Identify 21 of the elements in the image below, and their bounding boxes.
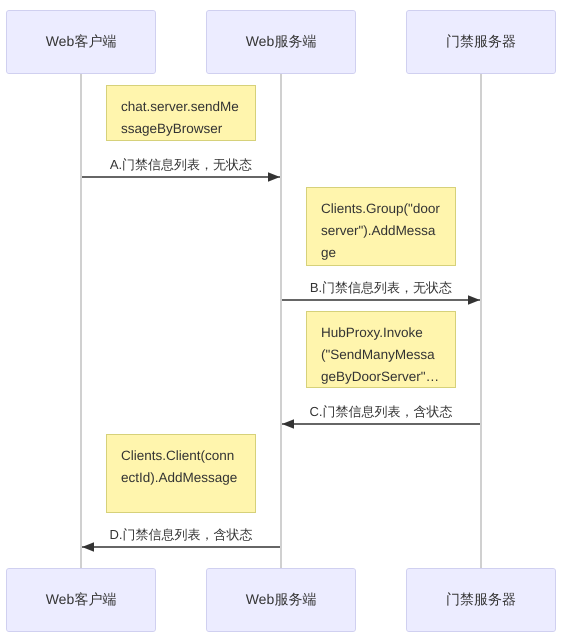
participant-box: Web服务端 xyxy=(206,568,356,632)
message-arrow xyxy=(282,419,480,429)
lifeline xyxy=(480,74,482,568)
note-box: chat.server.sendMessageByBrowser xyxy=(106,85,256,141)
note-box: Clients.Group("doorserver").AddMessage xyxy=(306,187,456,266)
lifeline xyxy=(280,74,282,568)
note-box: Clients.Client(connectId).AddMessage xyxy=(106,434,256,513)
lifeline xyxy=(80,74,82,568)
edge-label: D.门禁信息列表，含状态 xyxy=(110,527,252,543)
participant-box: Web客户端 xyxy=(6,10,156,74)
message-arrow xyxy=(82,172,280,182)
message-arrow xyxy=(82,542,280,552)
edge-label: B.门禁信息列表，无状态 xyxy=(310,280,452,296)
note-box: HubProxy.Invoke("SendManyMessageByDoorServer"… xyxy=(306,311,456,388)
edge-label: C.门禁信息列表，含状态 xyxy=(310,404,452,420)
participant-box: 门禁服务器 xyxy=(406,568,556,632)
participant-box: 门禁服务器 xyxy=(406,10,556,74)
participant-box: Web服务端 xyxy=(206,10,356,74)
participant-box: Web客户端 xyxy=(6,568,156,632)
edge-label: A.门禁信息列表，无状态 xyxy=(110,157,252,173)
message-arrow xyxy=(282,295,480,305)
